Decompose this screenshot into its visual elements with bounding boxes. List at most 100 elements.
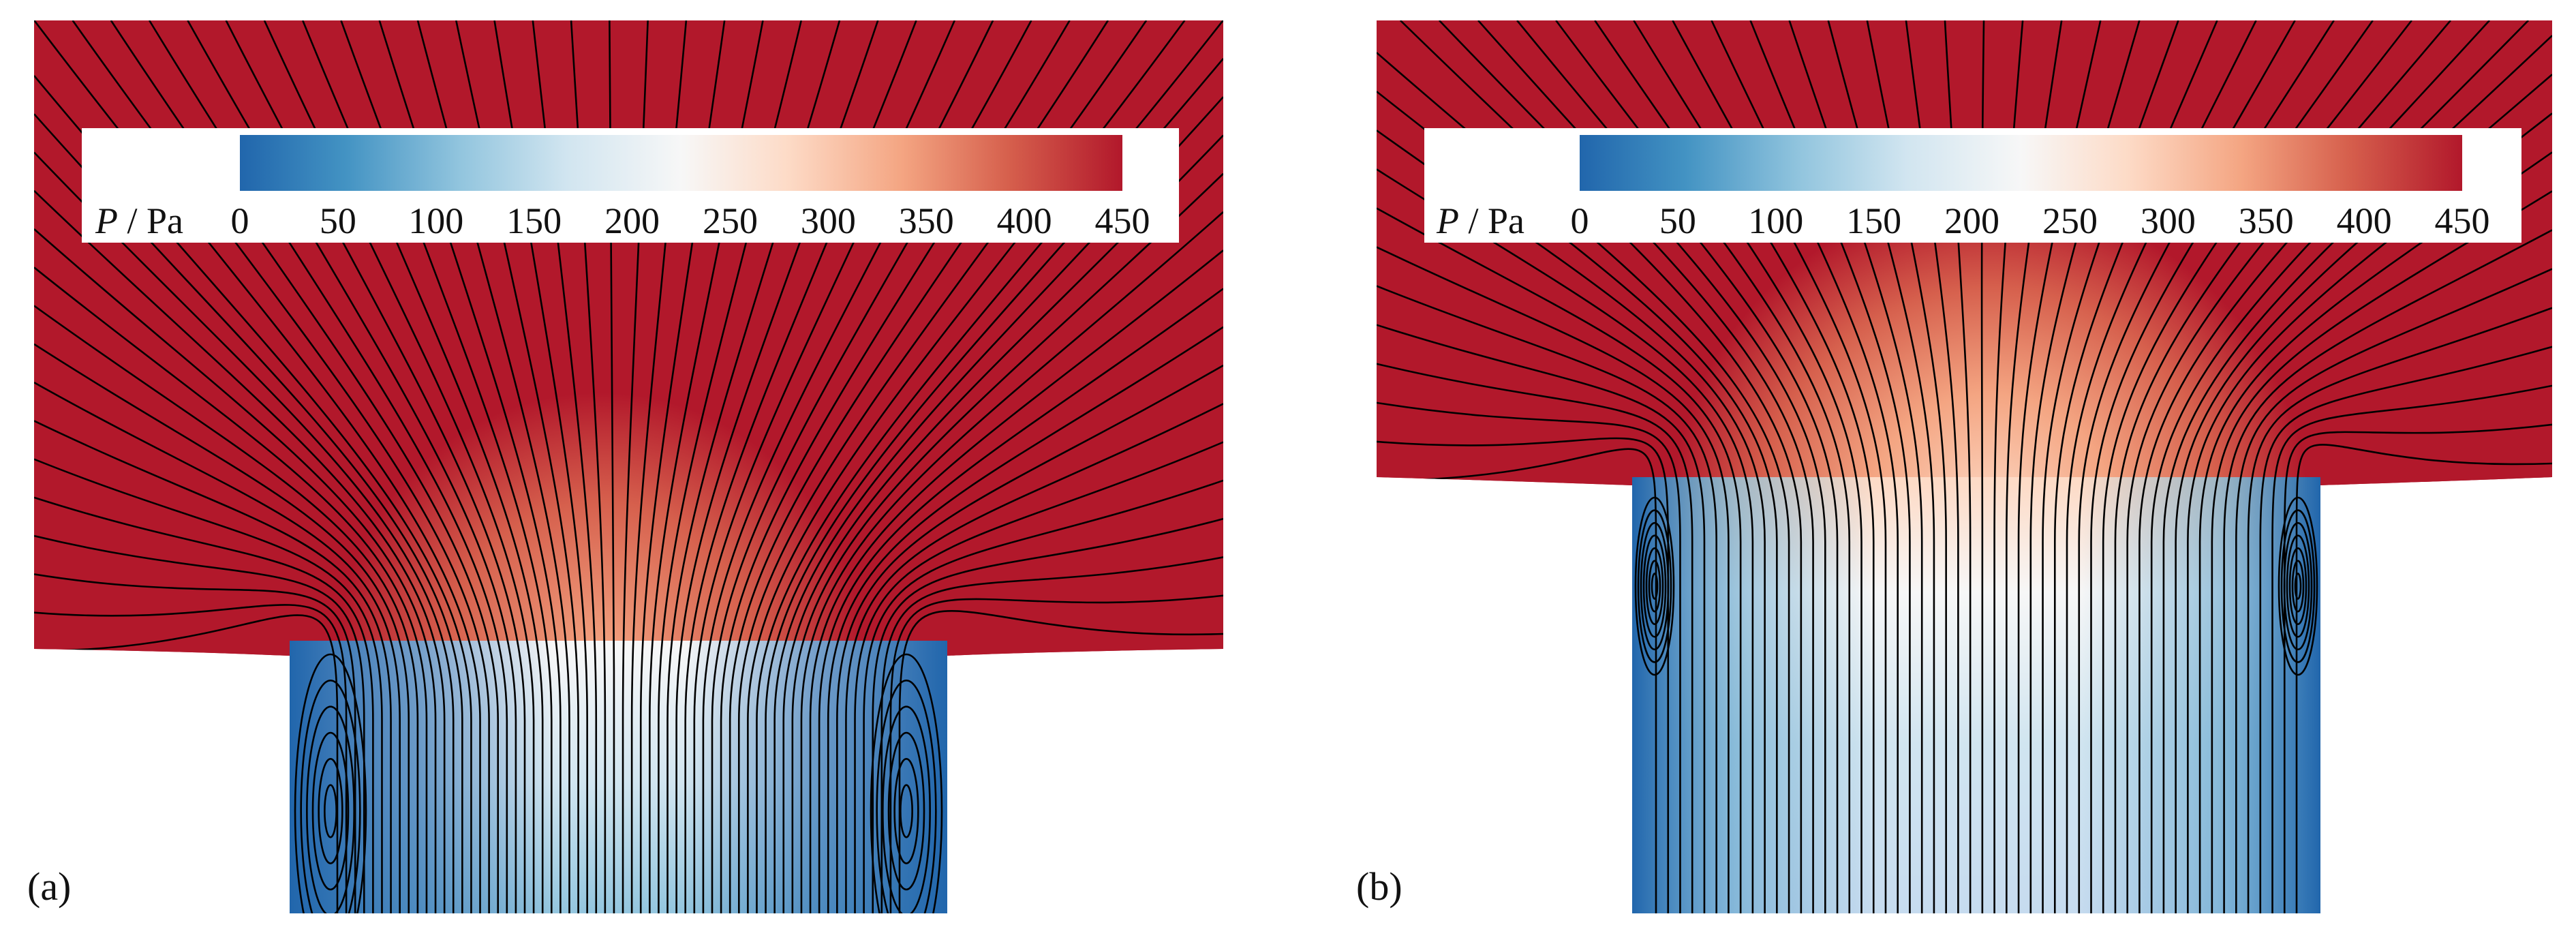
panel-b-streamline bbox=[1377, 363, 1693, 913]
panel-b-streamline bbox=[1866, 20, 1947, 913]
colorbar-b-tick-3: 150 bbox=[1846, 200, 1901, 241]
panel-b-streamline bbox=[1788, 20, 1923, 913]
colorbar-a-tick-6: 300 bbox=[801, 200, 856, 241]
panel-b-streamline bbox=[1377, 437, 1670, 913]
colorbar-a-tick-4: 200 bbox=[604, 200, 660, 241]
panel-b-streamline bbox=[1905, 20, 1959, 913]
panel-b-streamline bbox=[2042, 20, 2179, 913]
panel-b-vortex-ring bbox=[1648, 560, 1661, 613]
panel-a-vortex-ring bbox=[900, 784, 913, 838]
panel-a-streamline bbox=[34, 420, 392, 913]
panel-a-streamline bbox=[34, 496, 374, 913]
panel-a-streamline bbox=[782, 134, 1223, 913]
panel-b-streamline bbox=[1516, 20, 1839, 913]
colorbar-b-tick-4: 200 bbox=[1944, 200, 1999, 241]
panel-a-vortex-ring bbox=[870, 653, 943, 913]
panel-a-vortex-ring bbox=[311, 731, 350, 891]
colorbar-a-gradient bbox=[240, 135, 1122, 191]
panel-b-vortex-ring bbox=[2280, 509, 2316, 663]
panel-a-vortex-ring bbox=[306, 705, 355, 913]
panel-b-streamline bbox=[1400, 20, 1803, 913]
panel-a-vortex-ring bbox=[876, 680, 937, 913]
panel-a-streamline bbox=[34, 189, 446, 913]
panel-b-streamline bbox=[1980, 20, 1985, 913]
panel-b-vortex-ring bbox=[2294, 573, 2302, 600]
panel-b-streamline bbox=[2029, 20, 2141, 913]
panel-a-streamline bbox=[34, 305, 419, 913]
colorbar-a-tick-9: 450 bbox=[1095, 200, 1150, 241]
panel-b-streamline bbox=[1477, 20, 1826, 913]
panel-a-streamline bbox=[818, 288, 1223, 913]
panel-b-vortex-ring bbox=[1634, 496, 1675, 676]
panel-a-label: (a) bbox=[27, 864, 71, 909]
panel-b-streamline bbox=[1377, 207, 1742, 913]
panel-b-vortices bbox=[1634, 496, 2318, 676]
panel-a-streamline bbox=[836, 364, 1223, 913]
panel-b-streamline bbox=[2114, 20, 2412, 913]
panel-b-streamline bbox=[1594, 20, 1862, 913]
panel-b-streamline bbox=[2247, 307, 2552, 913]
panel-a-streamline bbox=[34, 614, 339, 913]
panel-b-streamline bbox=[2295, 444, 2552, 913]
panel-b-streamline bbox=[2006, 20, 2063, 913]
panel-b-streamline bbox=[2017, 20, 2102, 913]
panel-a-streamline bbox=[34, 458, 383, 913]
panel-a-streamline bbox=[880, 556, 1223, 913]
panel-b-streamline bbox=[2283, 423, 2552, 913]
panel-a-streamline bbox=[34, 573, 356, 913]
panel-b-streamline bbox=[1377, 285, 1717, 913]
colorbar-b-gradient bbox=[1580, 135, 2462, 191]
panel-a-streamline bbox=[791, 172, 1223, 913]
panel-b-streamline bbox=[2150, 20, 2530, 913]
panel-a-vortex-ring bbox=[324, 784, 337, 838]
panel-a-streamline bbox=[34, 381, 401, 913]
panel-a-vortex-ring bbox=[882, 705, 931, 913]
panel-b-streamline bbox=[1377, 448, 1657, 913]
panel-b-vortex-ring bbox=[2286, 534, 2310, 638]
panel-b-vortex-ring bbox=[1640, 521, 1670, 651]
colorbar-b-tick-9: 450 bbox=[2435, 200, 2490, 241]
panel-b-streamline bbox=[2259, 346, 2552, 913]
colorbar-b-tick-0: 0 bbox=[1571, 200, 1589, 241]
panel-b-streamline bbox=[2090, 20, 2335, 913]
panel-b-label: (b) bbox=[1356, 864, 1402, 909]
panel-a-streamline bbox=[34, 151, 455, 913]
panel-b-streamline bbox=[1993, 20, 2024, 913]
panel-b-streamlines bbox=[1377, 20, 2552, 913]
panel-a-streamline bbox=[845, 403, 1223, 913]
panel-a-streamline bbox=[34, 534, 365, 913]
colorbar-b-tick-2: 100 bbox=[1748, 200, 1803, 241]
panel-a-streamline bbox=[800, 211, 1223, 913]
panel-b-streamline bbox=[1555, 20, 1851, 913]
panel-a-streamline bbox=[34, 267, 428, 913]
panel-b-vortex-ring bbox=[1645, 547, 1664, 626]
panel-a-streamline bbox=[34, 228, 437, 913]
colorbar-b-tick-6: 300 bbox=[2141, 200, 2196, 241]
panel-b-streamline bbox=[2138, 20, 2490, 913]
panel-a-streamline bbox=[827, 326, 1223, 913]
colorbar-b-title: P / Pa bbox=[1436, 200, 1524, 241]
panel-a-streamline bbox=[34, 343, 410, 913]
panel-b-vortex-ring bbox=[2288, 547, 2307, 626]
panel-b-vortex-ring bbox=[1637, 509, 1672, 663]
panel-b-streamline bbox=[1711, 20, 1899, 913]
colorbar-b-tick-7: 350 bbox=[2239, 200, 2294, 241]
panel-a-streamline bbox=[863, 479, 1223, 913]
panel-b-vortex-ring bbox=[1651, 573, 1659, 600]
colorbar-a-title: P / Pa bbox=[95, 200, 183, 241]
panel-b-streamline bbox=[1377, 324, 1706, 913]
panel-b-vortex-ring bbox=[1642, 534, 1667, 638]
panel-b-vortex-ring bbox=[2291, 560, 2305, 613]
colorbar-a-tick-8: 400 bbox=[997, 200, 1052, 241]
panel-b-streamline bbox=[1633, 20, 1875, 913]
panel-a-streamline bbox=[809, 249, 1223, 913]
panel-a-vortices bbox=[294, 653, 943, 913]
panel-a-streamline bbox=[898, 610, 1223, 913]
colorbar-b-tick-5: 250 bbox=[2042, 200, 2098, 241]
